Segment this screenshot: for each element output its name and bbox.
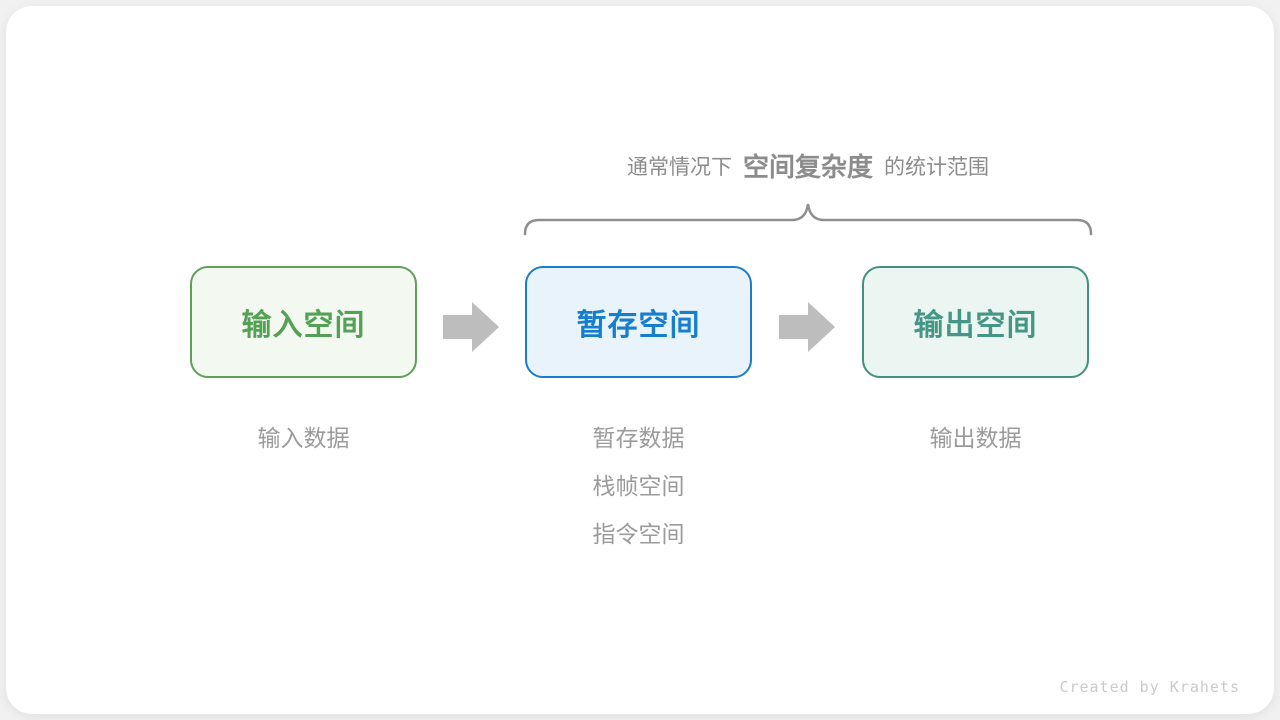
box-temp-space: 暂存空间 bbox=[525, 266, 752, 378]
credit-text: Created by Krahets bbox=[1059, 678, 1240, 696]
notes-temp-space: 暂存数据 栈帧空间 指令空间 bbox=[525, 424, 752, 568]
box-output-space: 输出空间 bbox=[862, 266, 1089, 378]
title-suffix: 的统计范围 bbox=[884, 155, 990, 179]
notes-output-space: 输出数据 bbox=[862, 424, 1089, 472]
box-temp-space-label: 暂存空间 bbox=[576, 309, 701, 342]
box-input-space-label: 输入空间 bbox=[241, 309, 366, 342]
note-output-data: 输出数据 bbox=[929, 425, 1022, 451]
scope-brace bbox=[523, 203, 1093, 236]
note-input-data: 输入数据 bbox=[257, 425, 350, 451]
notes-input-space: 输入数据 bbox=[190, 424, 417, 472]
diagram-title: 通常情况下 空间复杂度 的统计范围 bbox=[627, 147, 989, 184]
title-highlight: 空间复杂度 bbox=[742, 152, 874, 182]
note-stack-frame-space: 栈帧空间 bbox=[592, 473, 685, 499]
title-prefix: 通常情况下 bbox=[626, 155, 732, 179]
box-output-space-label: 输出空间 bbox=[913, 309, 1038, 342]
arrow-input-to-temp-icon bbox=[443, 302, 499, 352]
note-temp-data: 暂存数据 bbox=[592, 425, 685, 451]
arrow-input-to-temp-shape bbox=[443, 302, 499, 352]
arrow-temp-to-output-shape bbox=[779, 302, 835, 352]
box-input-space: 输入空间 bbox=[190, 266, 417, 378]
arrow-temp-to-output-icon bbox=[779, 302, 835, 352]
scope-brace-path bbox=[523, 203, 1093, 236]
note-instruction-space: 指令空间 bbox=[592, 521, 685, 547]
